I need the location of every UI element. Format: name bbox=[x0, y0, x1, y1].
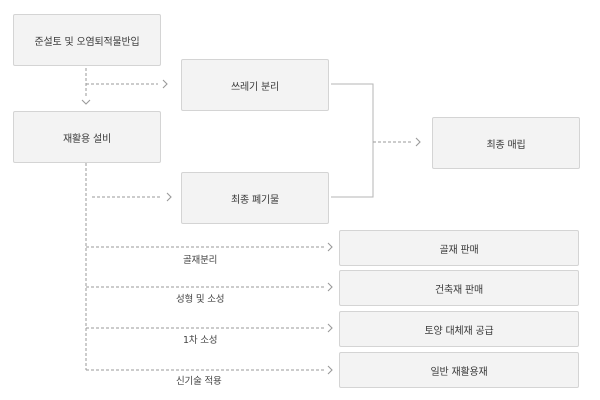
chevron-right-icon bbox=[162, 79, 168, 89]
node-source: 준설토 및 오염퇴적물반입 bbox=[13, 14, 161, 66]
chevron-right-icon bbox=[327, 365, 333, 375]
chevron-right-icon bbox=[327, 323, 333, 333]
edge-label-forming-firing: 성형 및 소성 bbox=[176, 294, 225, 305]
node-final-landfill: 최종 매립 bbox=[432, 117, 580, 169]
node-recycling-facility: 재활용 설비 bbox=[13, 111, 161, 163]
node-general-recycled: 일반 재활용재 bbox=[339, 352, 579, 388]
node-aggregate-sale: 골재 판매 bbox=[339, 230, 579, 266]
chevron-down-icon bbox=[81, 99, 91, 105]
edge-label-primary-firing: 1차 소성 bbox=[183, 335, 218, 346]
node-construction-sale: 건축재 판매 bbox=[339, 270, 579, 306]
node-trash-separation: 쓰레기 분리 bbox=[181, 59, 329, 111]
chevron-right-icon bbox=[415, 137, 421, 147]
chevron-right-icon bbox=[327, 282, 333, 292]
node-final-waste: 최종 폐기물 bbox=[181, 172, 329, 224]
chevron-right-icon bbox=[327, 242, 333, 252]
edge-label-new-tech: 신기술 적용 bbox=[176, 376, 222, 387]
edge-label-aggregate-separation: 골재분리 bbox=[183, 255, 218, 266]
connector-merge-bracket bbox=[331, 83, 374, 198]
node-soil-supply: 토양 대체재 공급 bbox=[339, 311, 579, 347]
chevron-right-icon bbox=[166, 192, 172, 202]
